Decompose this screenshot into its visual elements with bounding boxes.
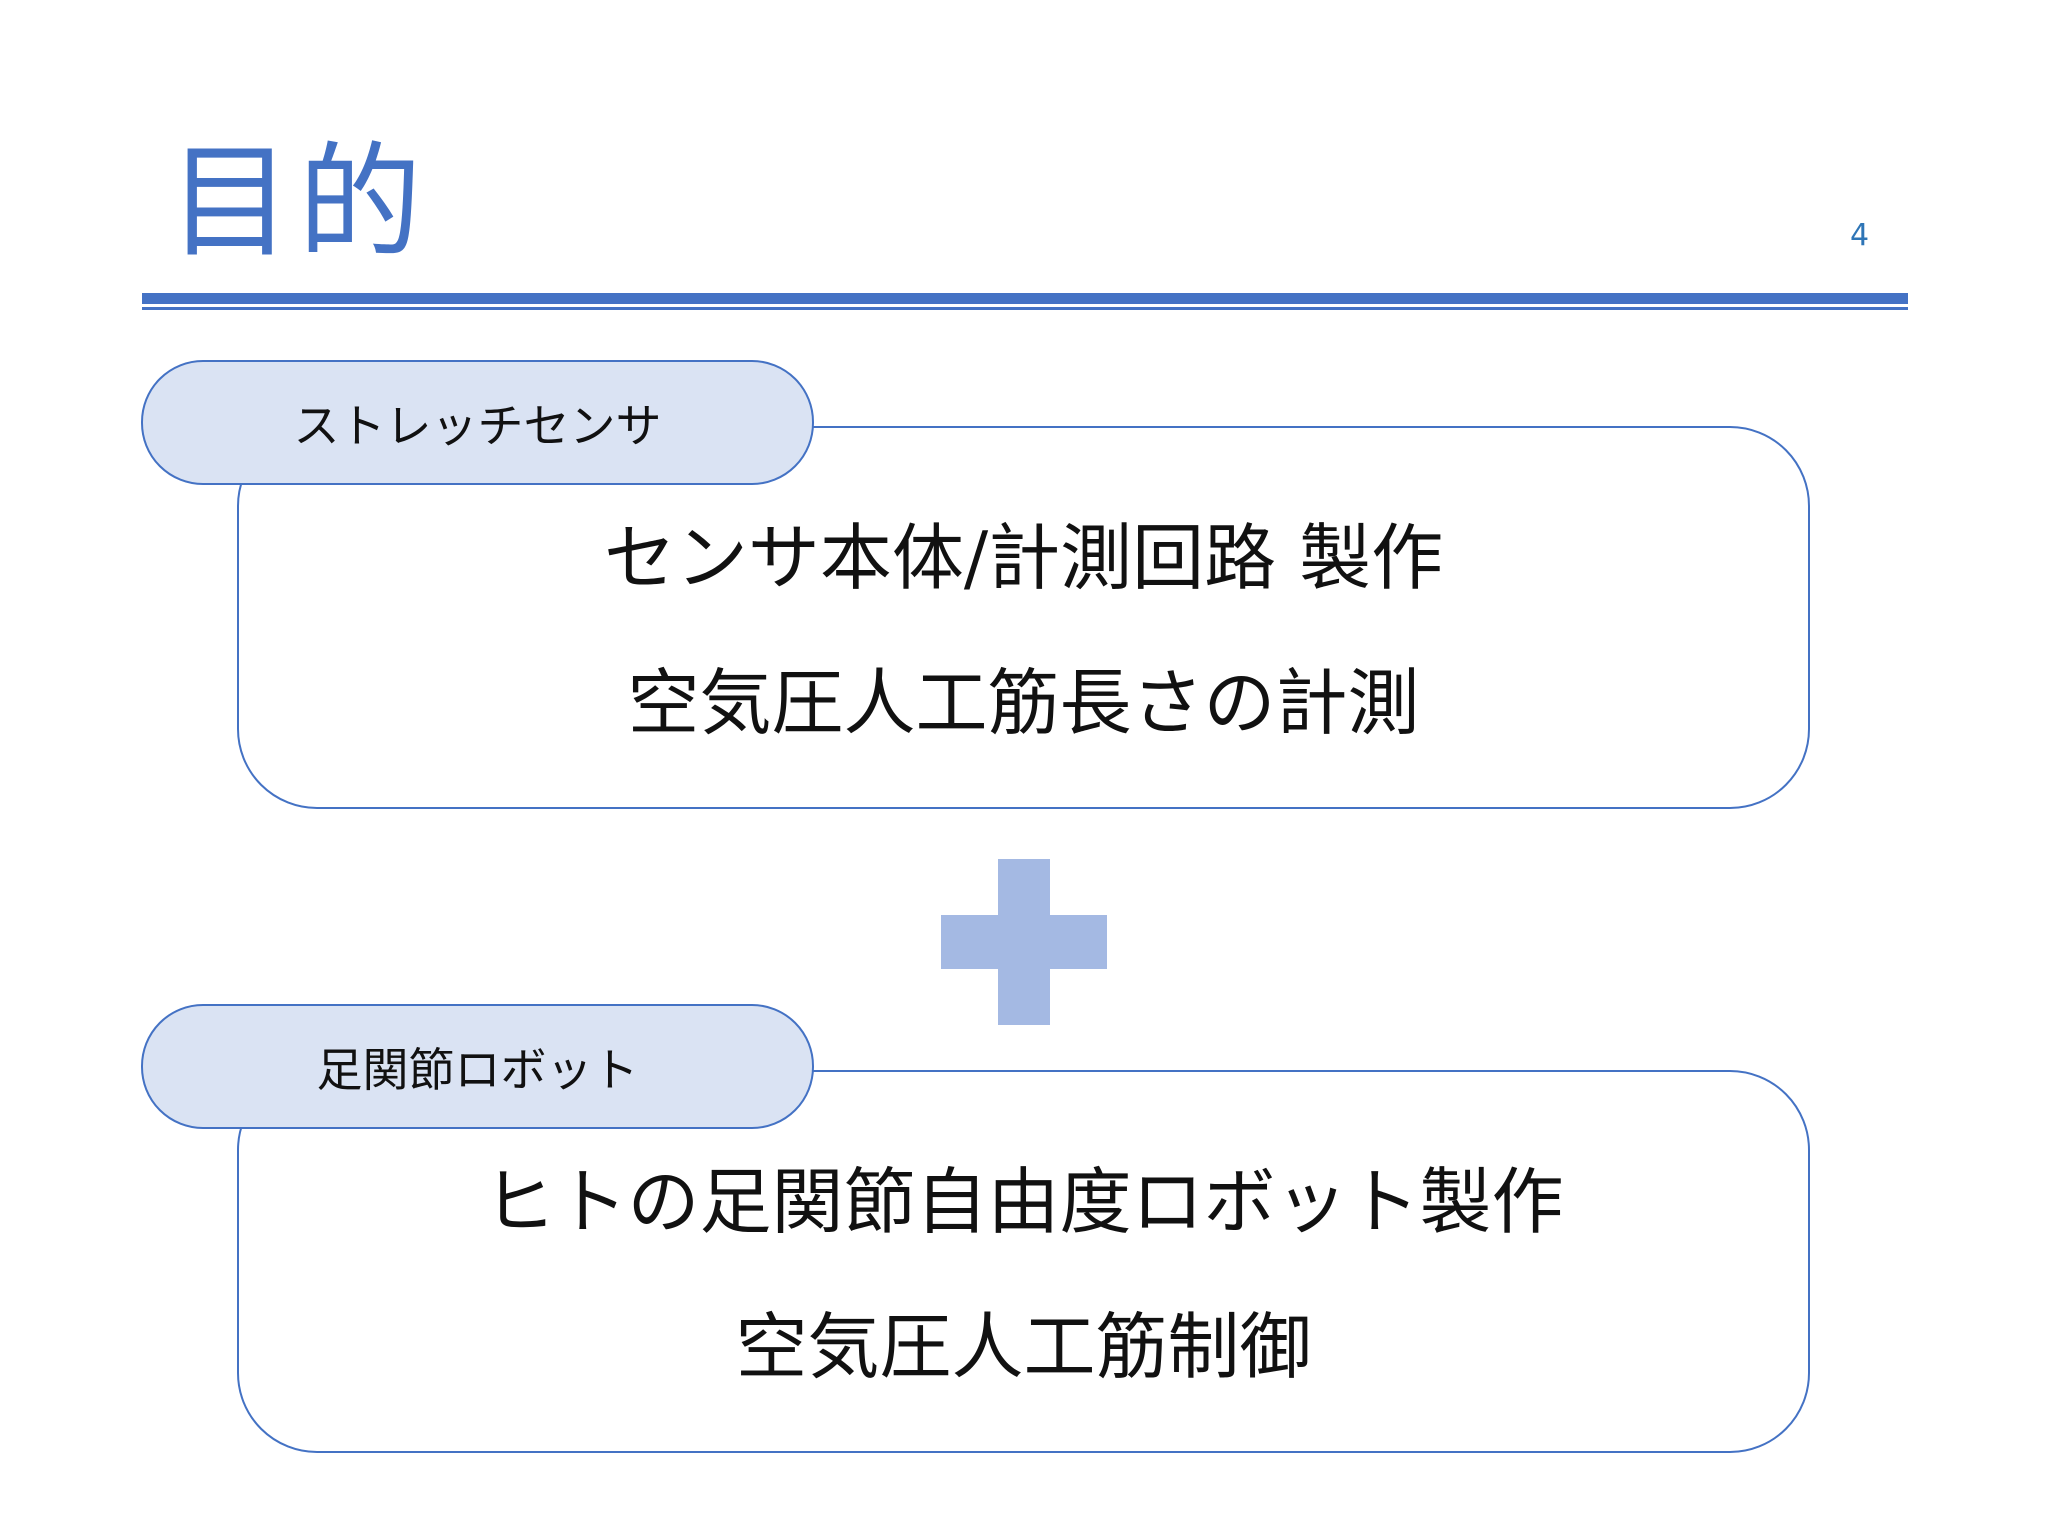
ankle-robot-label: 足関節ロボット (141, 1004, 814, 1129)
title-divider-thin (142, 307, 1908, 310)
stretch-sensor-box: センサ本体/計測回路 製作 空気圧人工筋長さの計測 (237, 426, 1810, 809)
stretch-sensor-content: センサ本体/計測回路 製作 空気圧人工筋長さの計測 (239, 508, 1808, 798)
stretch-sensor-label: ストレッチセンサ (141, 360, 814, 485)
ankle-robot-content: ヒトの足関節自由度ロボット製作 空気圧人工筋制御 (239, 1152, 1808, 1442)
ankle-robot-box: ヒトの足関節自由度ロボット製作 空気圧人工筋制御 (237, 1070, 1810, 1453)
stretch-sensor-line-1: センサ本体/計測回路 製作 (603, 516, 1444, 600)
plus-icon-horizontal-bar (941, 915, 1107, 969)
ankle-robot-line-2: 空気圧人工筋制御 (735, 1305, 1312, 1389)
slide-title: 目的 (168, 131, 429, 275)
stretch-sensor-line-2: 空気圧人工筋長さの計測 (627, 661, 1420, 745)
page-number: 4 (1850, 218, 1870, 253)
ankle-robot-line-1: ヒトの足関節自由度ロボット製作 (483, 1160, 1564, 1244)
plus-icon (941, 859, 1107, 1025)
title-divider-thick (142, 293, 1908, 304)
